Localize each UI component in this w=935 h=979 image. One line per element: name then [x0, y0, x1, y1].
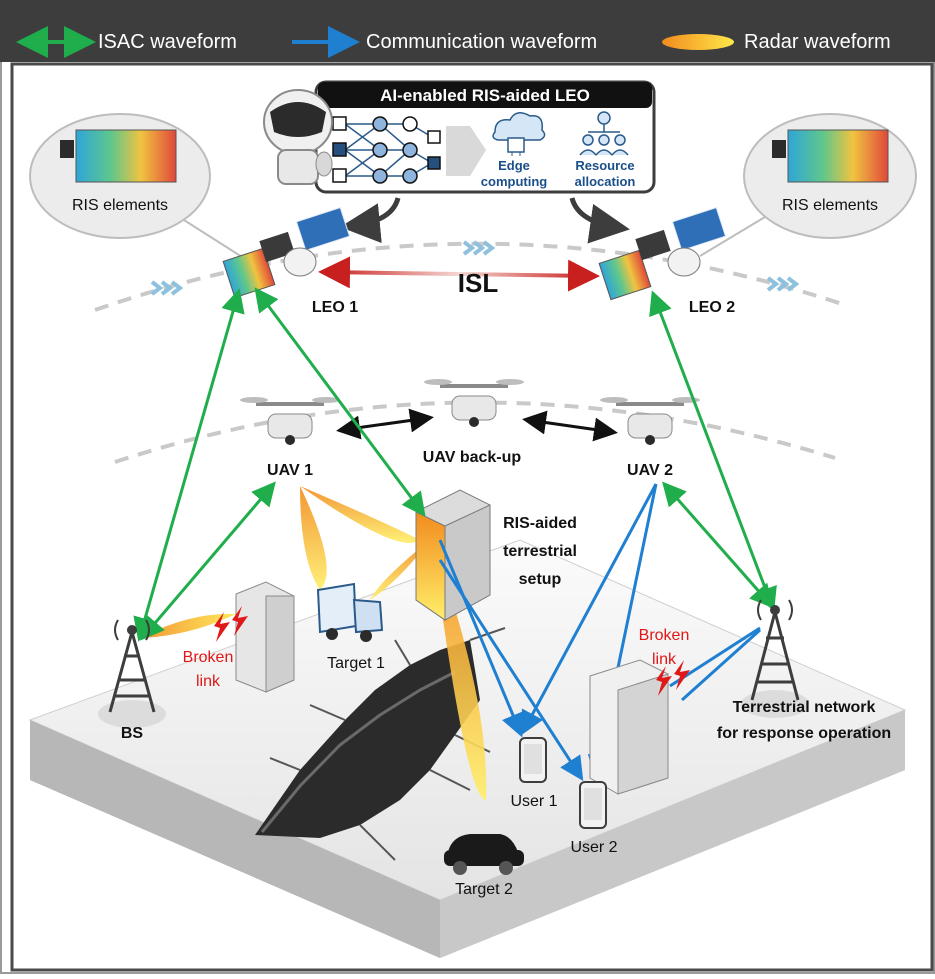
- broken-link-right-icon: [656, 660, 690, 696]
- broken-link-right-label-1: Broken: [639, 627, 690, 644]
- uav-backup-label: UAV back-up: [423, 449, 522, 466]
- broken-link-left-label-1: Broken: [183, 649, 234, 666]
- legend-bar: ISAC waveform Communication waveform Rad…: [0, 0, 935, 62]
- leo2-label: LEO 2: [689, 299, 735, 316]
- ris-terrestrial-label-3: setup: [519, 571, 562, 588]
- ris-callout-left: [29, 113, 251, 263]
- resource-people-icon: [579, 111, 629, 156]
- ris-callout-right: [699, 113, 917, 257]
- resource-label-1: Resource: [575, 158, 634, 173]
- broken-link-right-label-2: link: [652, 651, 677, 668]
- broken-link-left-label-2: link: [196, 673, 221, 690]
- isl-link: [318, 256, 600, 292]
- cloud-chip-icon: [492, 112, 546, 156]
- legend-isac-label: ISAC waveform: [98, 31, 237, 53]
- uav-backup-icon: [424, 379, 524, 427]
- ris-terrestrial-label-1: RIS-aided: [503, 515, 577, 532]
- user1-phone-icon: [519, 737, 547, 783]
- ai-panel-title: AI-enabled RIS-aided LEO: [380, 86, 590, 105]
- bs-tower-icon: [98, 619, 166, 728]
- damaged-building-icon: [235, 581, 295, 693]
- ris-building-icon: [415, 489, 491, 621]
- terrestrial-network-label-1: Terrestrial network: [733, 699, 876, 716]
- user2-phone-icon: [579, 781, 607, 829]
- ai-to-leo1-arrow: [340, 197, 401, 244]
- broken-link-left-icon: [214, 606, 248, 642]
- user2-label: User 2: [570, 839, 617, 856]
- uav1-label: UAV 1: [267, 462, 313, 479]
- isac-links: [133, 287, 777, 642]
- leo1-label: LEO 1: [312, 299, 358, 316]
- car-icon: [444, 834, 524, 875]
- ai-panel: AI-enabled RIS-aided LEO: [314, 80, 656, 194]
- neural-network-icon: [332, 116, 441, 184]
- target2-label: Target 2: [455, 881, 513, 898]
- truck-icon: [316, 582, 384, 642]
- robot-icon: [263, 89, 333, 185]
- leo2-satellite-icon: [598, 206, 727, 301]
- ai-to-leo2-arrow: [569, 197, 630, 244]
- ris-elements-right-label: RIS elements: [782, 197, 878, 214]
- ris-elements-left-label: RIS elements: [72, 197, 168, 214]
- office-building-icon: [589, 659, 669, 795]
- terrestrial-network-label-2: for response operation: [717, 725, 891, 742]
- edge-label-1: Edge: [498, 158, 530, 173]
- inner-frame: [10, 62, 934, 972]
- ground-crack: [255, 627, 506, 861]
- resource-label-2: allocation: [575, 174, 636, 189]
- edge-label-2: computing: [481, 174, 547, 189]
- ris-terrestrial-label-2: terrestrial: [503, 543, 577, 560]
- isl-label: ISL: [458, 268, 499, 298]
- bs-label: BS: [121, 725, 144, 742]
- legend-radar-label: Radar waveform: [744, 31, 891, 53]
- user1-label: User 1: [510, 793, 557, 810]
- process-arrow-icon: [446, 126, 486, 176]
- terrestrial-tower-icon: [741, 599, 809, 718]
- target1-label: Target 1: [327, 655, 385, 672]
- backup-uav2-link: [522, 410, 618, 442]
- uav2-label: UAV 2: [627, 462, 673, 479]
- legend-communication-label: Communication waveform: [366, 31, 597, 53]
- radar-legend-icon: [662, 34, 734, 50]
